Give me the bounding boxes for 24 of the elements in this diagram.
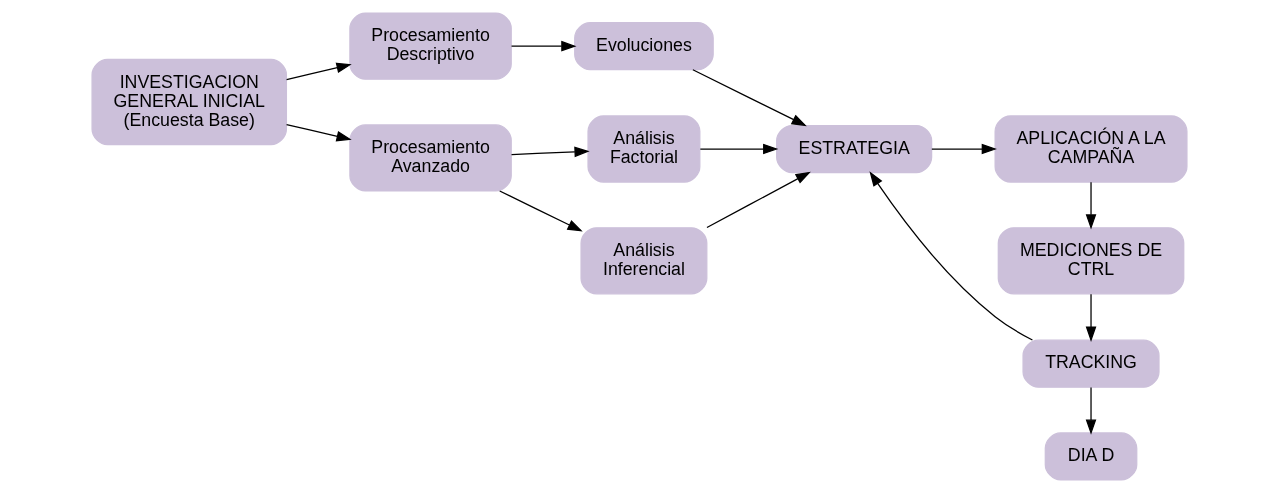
arrow — [706, 171, 811, 229]
arrow — [1085, 181, 1097, 230]
arrow — [1085, 293, 1097, 342]
arrow — [285, 62, 352, 81]
arrow — [692, 69, 807, 127]
node-box: ESTRATEGIA — [776, 124, 933, 174]
node-box: MEDICIONES DE CTRL — [997, 227, 1185, 295]
node-box: INVESTIGACION GENERAL INICIAL (Encuesta Base) — [91, 58, 288, 146]
arrow — [699, 143, 779, 155]
node-box: Análisis Inferencial — [580, 227, 708, 295]
arrow — [499, 190, 583, 232]
arrow — [869, 171, 1034, 341]
arrow — [1085, 386, 1097, 435]
node-box: Procesamiento Descriptivo — [349, 12, 512, 80]
node-box: APLICACIÓN A LA CAMPAÑA — [994, 115, 1188, 183]
arrow — [510, 40, 577, 52]
node-box: TRACKING — [1022, 339, 1160, 388]
arrow — [931, 143, 997, 155]
node-box: Evoluciones — [574, 22, 714, 71]
arrow — [285, 123, 352, 142]
node-box: DIA D — [1044, 432, 1138, 481]
node-box: Análisis Factorial — [587, 115, 701, 183]
arrow — [510, 146, 590, 158]
node-box: Procesamiento Avanzado — [349, 124, 512, 192]
